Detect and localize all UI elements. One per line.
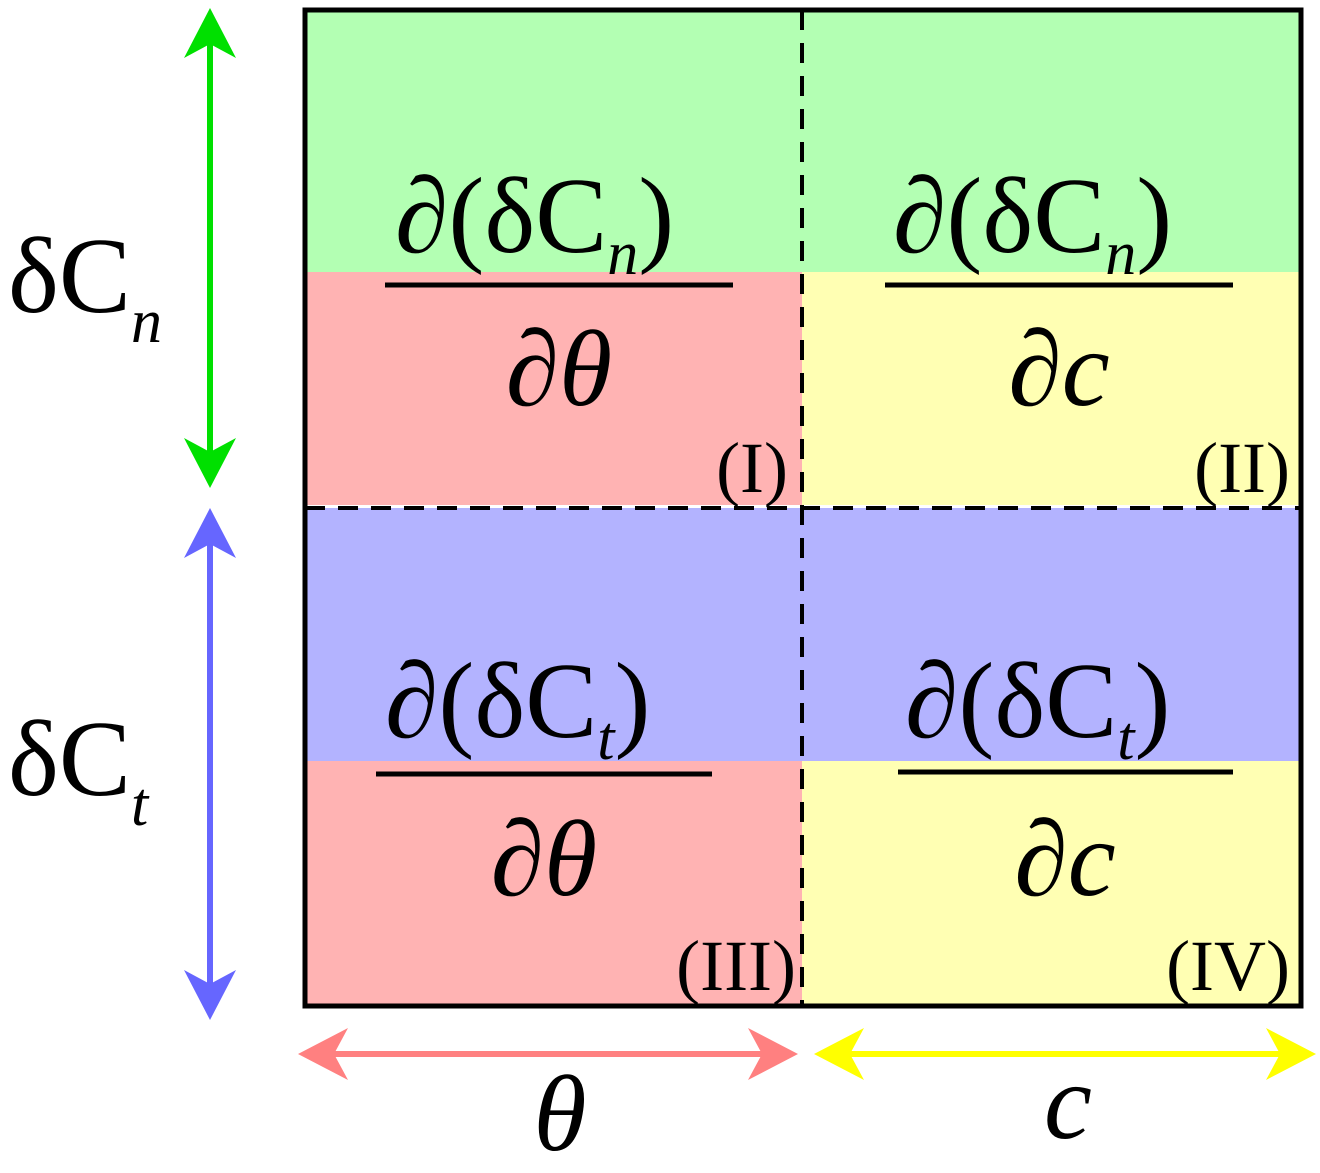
axis-label-delta-ct: δCt xyxy=(8,700,150,839)
denominator-q4: ∂c xyxy=(1014,800,1115,919)
denominator-q3: ∂θ xyxy=(491,800,597,919)
numerator-q4-sub: t xyxy=(1117,705,1136,773)
region-red-q3 xyxy=(305,761,802,1006)
axis-label-delta-cn: δCn xyxy=(8,217,162,356)
quadrant-label-i: (I) xyxy=(716,428,788,508)
numerator-q1: ∂(δCn) xyxy=(395,157,674,288)
numerator-q2-close: ) xyxy=(1136,157,1172,276)
numerator-q2: ∂(δCn) xyxy=(893,157,1172,288)
axis-label-theta: θ xyxy=(533,1055,586,1173)
quadrant-label-iv: (IV) xyxy=(1166,926,1290,1006)
numerator-q1-sub: n xyxy=(607,220,638,288)
region-yellow-q2 xyxy=(802,272,1301,505)
axis-label-delta-ct-base: δC xyxy=(8,700,131,819)
quadrant-label-ii: (II) xyxy=(1194,428,1290,508)
arrow-delta-ct xyxy=(184,508,236,1020)
numerator-q4-main: ∂(δC xyxy=(905,642,1117,761)
arrow-c xyxy=(814,1028,1316,1080)
numerator-q1-main: ∂(δC xyxy=(395,157,607,276)
denominator-q2: ∂c xyxy=(1008,310,1109,429)
axis-label-c: c xyxy=(1044,1043,1092,1162)
arrow-delta-cn xyxy=(184,8,236,488)
numerator-q3-close: ) xyxy=(615,642,651,761)
numerator-q3-main: ∂(δC xyxy=(385,642,597,761)
axis-label-delta-ct-sub: t xyxy=(131,771,150,839)
axis-label-delta-cn-sub: n xyxy=(131,288,162,356)
numerator-q2-main: ∂(δC xyxy=(893,157,1105,276)
quadrant-label-iii: (III) xyxy=(676,926,796,1006)
denominator-q1: ∂θ xyxy=(506,310,612,429)
numerator-q4-close: ) xyxy=(1135,642,1171,761)
numerator-q3: ∂(δCt) xyxy=(385,642,650,773)
arrow-theta xyxy=(298,1028,798,1080)
region-red-q1 xyxy=(305,272,802,505)
numerator-q1-close: ) xyxy=(638,157,674,276)
axis-label-delta-cn-base: δC xyxy=(8,217,131,336)
numerator-q4: ∂(δCt) xyxy=(905,642,1170,773)
numerator-q2-sub: n xyxy=(1105,220,1136,288)
numerator-q3-sub: t xyxy=(597,705,616,773)
region-yellow-q4 xyxy=(802,761,1301,1006)
